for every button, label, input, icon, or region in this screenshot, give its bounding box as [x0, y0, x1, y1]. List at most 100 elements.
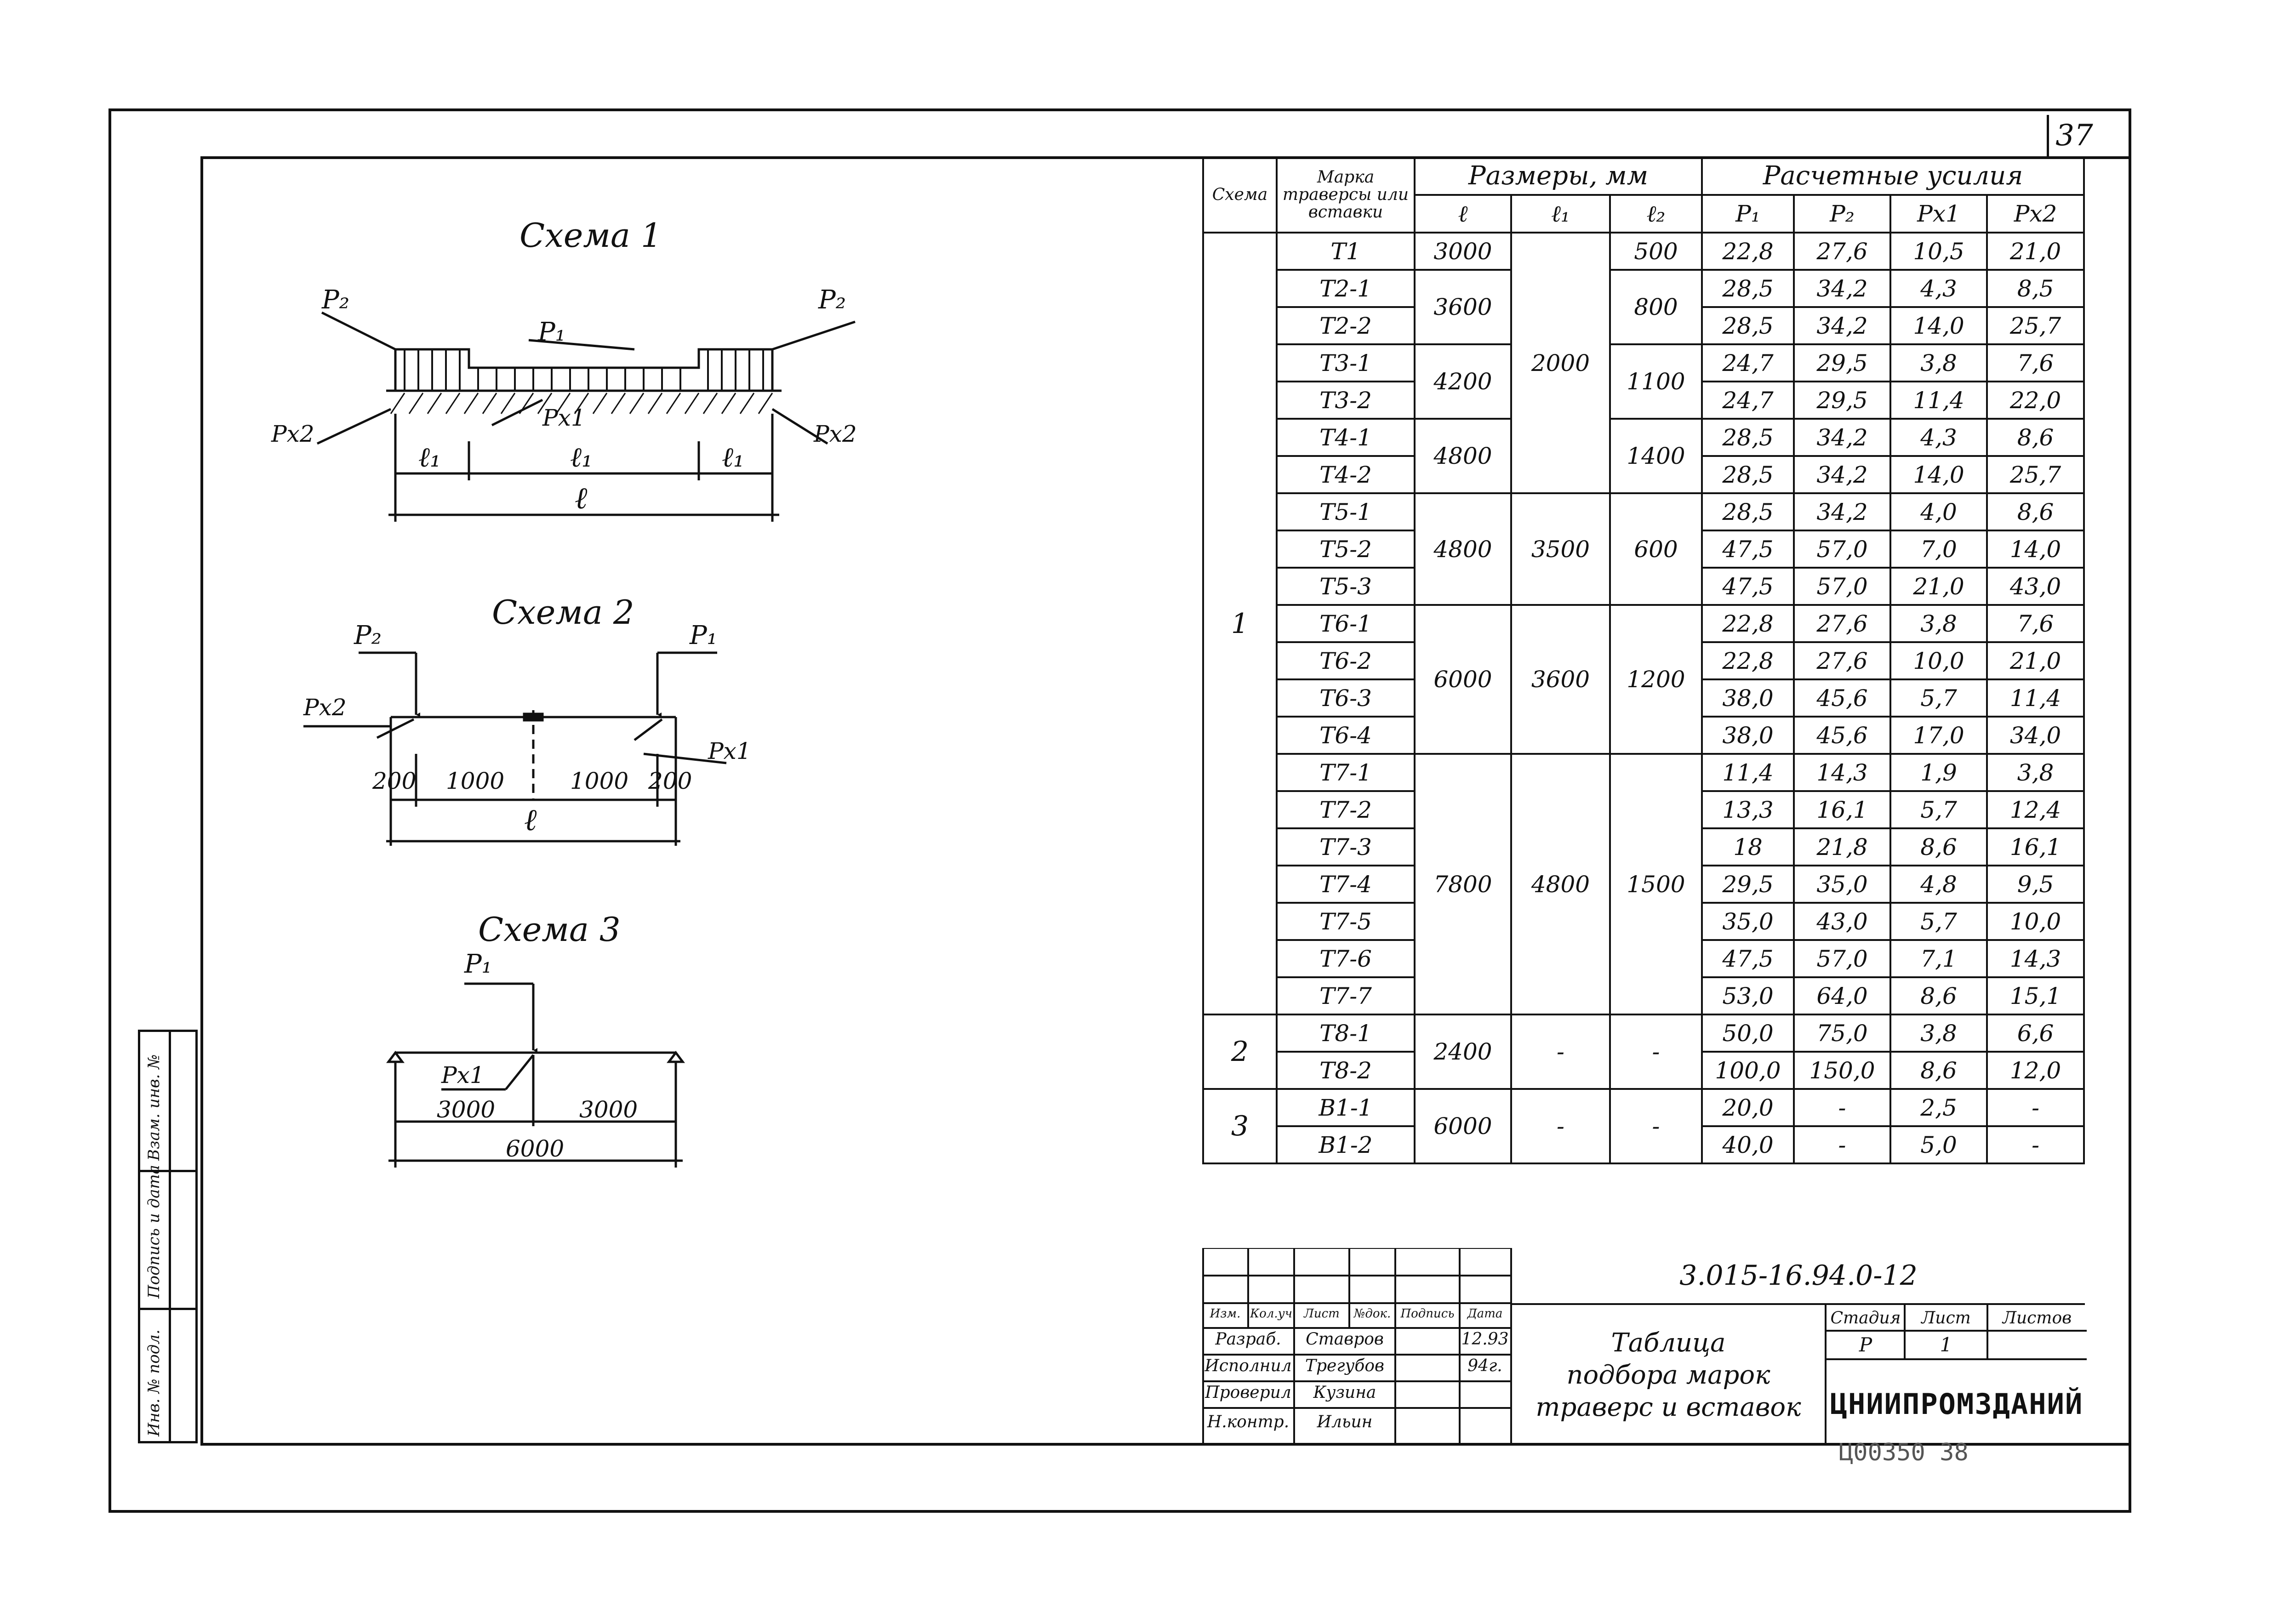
- cell-p1: 47,5: [1701, 530, 1795, 569]
- cell-mark: B1-1: [1276, 1088, 1416, 1127]
- inner-frame: [200, 156, 2131, 1446]
- cell-l: 3000: [1414, 232, 1512, 271]
- title-block-col-head: №док.: [1353, 1307, 1391, 1321]
- cell-l1: 2000: [1510, 232, 1611, 494]
- cell-mark: T7-7: [1276, 976, 1416, 1015]
- title-line-2: подбора марок: [1566, 1360, 1770, 1390]
- cell-mark: T5-1: [1276, 492, 1416, 531]
- cell-l2: 600: [1609, 492, 1703, 606]
- scheme-2-p2: P₂: [354, 621, 382, 650]
- cell-mark: T6-1: [1276, 604, 1416, 643]
- cell-px1: 14,0: [1889, 455, 1988, 494]
- cell-p2: 16,1: [1793, 790, 1891, 829]
- scheme-2-title: Схема 2: [492, 593, 634, 632]
- cell-mark: T8-2: [1276, 1051, 1416, 1090]
- cell-mark: T3-1: [1276, 343, 1416, 382]
- cell-px2: 3,8: [1986, 753, 2085, 792]
- cell-l1: 3500: [1510, 492, 1611, 606]
- cell-p2: -: [1793, 1125, 1891, 1164]
- archive-stamp: Ц00350 38: [1839, 1439, 1969, 1466]
- cell-p2: 57,0: [1793, 530, 1891, 569]
- scheme-1-p2-left: P₂: [322, 285, 350, 315]
- cell-px1: 10,5: [1889, 232, 1988, 271]
- cell-l: 2400: [1414, 1014, 1512, 1090]
- title-line-3: траверс и вставок: [1536, 1392, 1801, 1422]
- cell-p2: 43,0: [1793, 902, 1891, 941]
- scheme-1-px1: Px1: [542, 405, 586, 431]
- header-l: ℓ: [1414, 194, 1512, 234]
- scheme-3-px1: Px1: [441, 1062, 485, 1088]
- scheme-3-diagram: [386, 982, 685, 1168]
- cell-px1: 5,7: [1889, 678, 1988, 718]
- cell-p1: 18: [1701, 827, 1795, 866]
- cell-p2: 14,3: [1793, 753, 1891, 792]
- cell-mark: T6-4: [1276, 716, 1416, 755]
- cell-px2: 25,7: [1986, 455, 2085, 494]
- cell-px1: 4,3: [1889, 269, 1988, 308]
- staff-date: 12.93: [1461, 1330, 1509, 1349]
- cell-px2: 21,0: [1986, 232, 2085, 271]
- side-stamp-strip: Взам. инв. № Подпись и дата Инв. № подл.: [138, 1030, 198, 1443]
- scheme-1-px2-left: Px2: [271, 421, 314, 447]
- cell-l: 4200: [1414, 343, 1512, 420]
- scheme-1-px2-right: Px2: [814, 421, 857, 447]
- cell-p2: 57,0: [1793, 939, 1891, 978]
- cell-px1: 8,6: [1889, 1051, 1988, 1090]
- staff-role: Разраб.: [1215, 1330, 1281, 1349]
- cell-px1: 8,6: [1889, 827, 1988, 866]
- cell-p2: 150,0: [1793, 1051, 1891, 1090]
- scheme-2-diagram: [303, 651, 727, 846]
- cell-l1: 3600: [1510, 604, 1611, 755]
- cell-px1: 4,3: [1889, 418, 1988, 457]
- cell-p1: 35,0: [1701, 902, 1795, 941]
- cell-px2: 6,6: [1986, 1014, 2085, 1053]
- title-block-grid: [1202, 1248, 1510, 1446]
- organization-name: ЦНИИПРОМЗДАНИЙ: [1827, 1358, 2087, 1447]
- cell-l2: 500: [1609, 232, 1703, 271]
- scheme-3-title: Схема 3: [478, 910, 621, 949]
- cell-px1: 21,0: [1889, 567, 1988, 606]
- header-scheme: Схема: [1202, 156, 1278, 234]
- cell-p1: 53,0: [1701, 976, 1795, 1015]
- title-block-col-head: Лист: [1304, 1307, 1340, 1321]
- staff-name: Трегубов: [1305, 1356, 1385, 1375]
- cell-mark: T6-2: [1276, 641, 1416, 680]
- title-line-1: Таблица: [1611, 1328, 1726, 1358]
- cell-px1: 5,7: [1889, 902, 1988, 941]
- scheme-1-title: Схема 1: [519, 216, 662, 255]
- cell-px1: 10,0: [1889, 641, 1988, 680]
- scheme-1-p2-right: P₂: [818, 285, 846, 315]
- cell-px2: 25,7: [1986, 306, 2085, 345]
- cell-p2: 34,2: [1793, 269, 1891, 308]
- header-dims: Размеры, мм: [1414, 156, 1703, 196]
- cell-mark: T7-2: [1276, 790, 1416, 829]
- cell-p1: 22,8: [1701, 641, 1795, 680]
- staff-name: Ильин: [1317, 1413, 1373, 1431]
- cell-px2: 7,6: [1986, 604, 2085, 643]
- title-block-col-head: Дата: [1467, 1307, 1503, 1321]
- cell-scheme: 3: [1202, 1088, 1278, 1164]
- cell-p1: 28,5: [1701, 418, 1795, 457]
- cell-p1: 22,8: [1701, 232, 1795, 271]
- staff-name: Кузина: [1313, 1383, 1376, 1402]
- cell-scheme: 1: [1202, 232, 1278, 1015]
- cell-px2: 21,0: [1986, 641, 2085, 680]
- cell-px2: 14,3: [1986, 939, 2085, 978]
- cell-mark: T7-3: [1276, 827, 1416, 866]
- cell-p1: 24,7: [1701, 343, 1795, 382]
- scheme-2-dim-1: 200: [372, 768, 417, 794]
- cell-l: 6000: [1414, 1088, 1512, 1164]
- cell-mark: T7-6: [1276, 939, 1416, 978]
- staff-date: 94г.: [1467, 1356, 1502, 1375]
